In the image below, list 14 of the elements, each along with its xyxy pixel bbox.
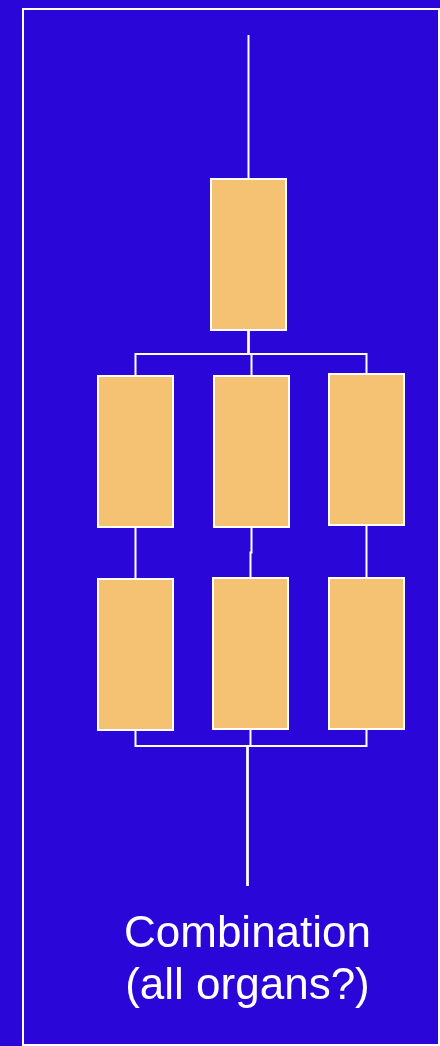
connector-line [134,527,137,579]
empty-box [212,577,289,730]
connector-line [249,527,253,578]
connector-line [247,34,250,179]
caption-text: Combination (all organs?) [123,906,372,1010]
empty-box [210,178,287,331]
empty-box [328,577,405,730]
empty-box [328,373,405,526]
connector-line [247,330,368,374]
connector-line [365,525,368,578]
empty-box [213,375,290,528]
empty-box [97,375,174,528]
empty-box [97,578,174,731]
connector-line [246,729,368,887]
